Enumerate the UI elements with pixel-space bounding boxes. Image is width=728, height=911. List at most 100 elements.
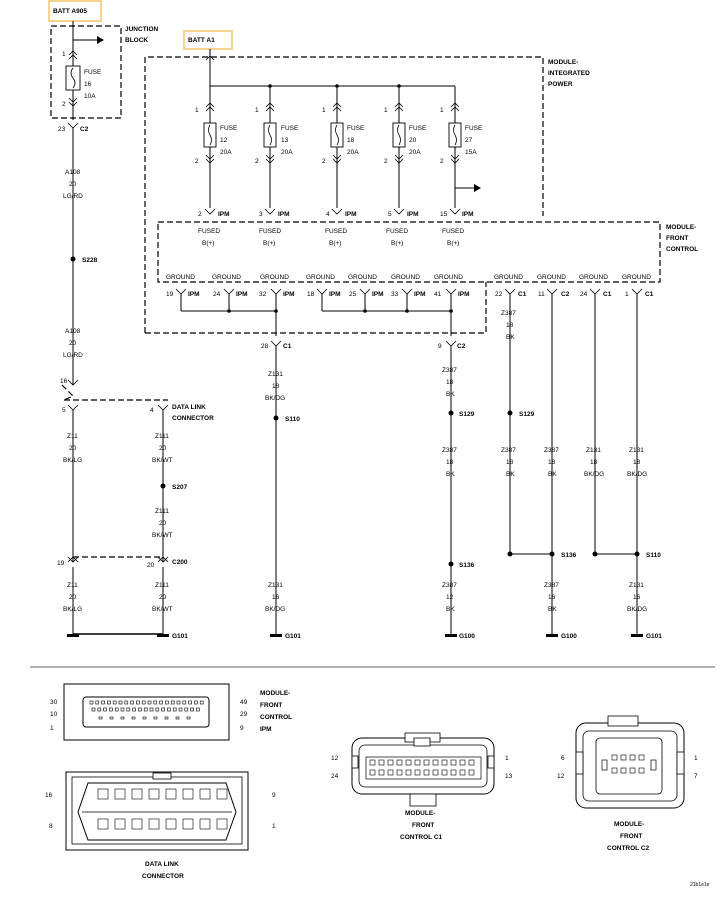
junction-block: JUNCTION BLOCK 1 2 FUSE 16 10A 23 C2 (50, 21, 159, 133)
ground-label: GROUND (260, 274, 289, 281)
connector-pin (378, 769, 385, 776)
c1-pin-28: 28 (261, 343, 269, 350)
connector-pin (142, 716, 147, 720)
z131-w1-color: BK/DG (627, 471, 647, 478)
fuse-20-fused: FUSED (386, 228, 408, 235)
connector-pin (405, 769, 412, 776)
z131-w24-gauge: 18 (590, 459, 598, 466)
a108-gauge-1: 20 (69, 181, 77, 188)
connector-pin (468, 769, 475, 776)
fuse-27-pin-top: 1 (440, 107, 444, 114)
z131-w1-gauge: 18 (633, 459, 641, 466)
dlc-label-1: DATA LINK (172, 404, 206, 411)
connector-pin (182, 788, 194, 800)
c200-pin-19: 19 (57, 560, 65, 567)
z131-w1-circuit: Z131 (629, 447, 644, 454)
connector-pin (423, 759, 430, 766)
z387-w11-gauge: 18 (548, 459, 556, 466)
connector-pin (629, 754, 636, 761)
ground-pin: 11 (538, 291, 545, 298)
z387-color-1: BK (446, 391, 455, 398)
ground-conn: IPM (329, 291, 341, 298)
connector-pin (126, 707, 131, 712)
splice-s110-dot (273, 415, 279, 421)
splice-s136-dot (549, 551, 555, 557)
connector-pin (432, 759, 439, 766)
ipm-connector-view: 30 10 1 49 29 9 MODULE- FRONT CONTROL IP… (50, 683, 292, 741)
ground-conn: IPM (283, 291, 295, 298)
ipm-pin-label: 49 (240, 699, 248, 706)
ground-label: GROUND (434, 274, 463, 281)
ipm-fuse-4: 1 2 FUSE 20 20A 5 IPM FUSED B(+) (384, 86, 427, 247)
z111-color-b: BK/WT (152, 532, 173, 539)
z387-right-circuit-a: Z387 (501, 310, 516, 317)
jb-fuse-pin-bottom: 2 (62, 101, 66, 108)
mid-circuit: 28 C1 Z131 18 BK/DG S110 Z131 16 BK/DG G… (261, 340, 301, 640)
connector-pin (450, 759, 457, 766)
batt-a1-text: BATT A1 (188, 37, 215, 44)
fuse-27-fused: FUSED (442, 228, 464, 235)
connector-pin (414, 769, 421, 776)
connector-pin (153, 716, 158, 720)
ground-g101-left: G101 (172, 633, 188, 640)
dlc-view-pin: 9 (272, 792, 276, 799)
ground-pin: 18 (307, 291, 315, 298)
z387-circuit-1: Z387 (442, 367, 457, 374)
c2-circuit: 9 C2 Z387 18 BK S129 Z387 18 BK S136 Z38… (438, 340, 475, 640)
splice-s228-dot (70, 256, 76, 262)
z387-circuit-2: Z387 (442, 447, 457, 454)
c2-view-title-1: MODULE- (614, 821, 644, 828)
fuse-20-label: FUSE (409, 125, 427, 132)
ground-label: GROUND (537, 274, 566, 281)
connector-pin (120, 707, 125, 712)
splice-s129-c2: S129 (459, 411, 475, 418)
fuse-18-rating: 20A (347, 149, 359, 156)
c2-view-pin: 7 (694, 773, 698, 780)
fuse-13-label: FUSE (281, 125, 299, 132)
c200-label: C200 (172, 559, 188, 566)
c2-view-pin: 6 (561, 755, 565, 762)
connector-pin (165, 700, 169, 705)
z131-out-gauge: 16 (633, 594, 641, 601)
c200-pin-20: 20 (147, 562, 155, 569)
fuse-12-bplus: B(+) (202, 240, 214, 247)
ground-pin: 24 (213, 291, 221, 298)
jb-out-connector: C2 (80, 126, 89, 133)
z387-right-color-b: BK (506, 471, 515, 478)
ipm-view-title-4: IPM (260, 726, 272, 733)
connector-pin (170, 700, 175, 705)
connector-pin (136, 700, 140, 705)
batt-a905-text: BATT A905 (53, 8, 87, 15)
connector-pin (114, 707, 119, 712)
ipm-view-title-1: MODULE- (260, 690, 290, 697)
splice-s129-dot (448, 410, 454, 416)
connector-pin (148, 788, 160, 800)
connector-pin (441, 769, 448, 776)
ground-g101-right: G101 (646, 633, 662, 640)
ground-pin: 19 (166, 291, 174, 298)
fuse-12-label: FUSE (220, 125, 238, 132)
connector-pin (109, 716, 114, 720)
junction-block-title-2: BLOCK (125, 37, 148, 44)
z111-gauge-b: 20 (159, 520, 167, 527)
connector-pin (611, 754, 618, 761)
z11-circuit-b: Z11 (67, 582, 78, 589)
jb-fuse-label: FUSE (84, 69, 102, 76)
c1-view-title-3: CONTROL C1 (400, 834, 443, 841)
jb-fuse-pin-top: 1 (62, 51, 66, 58)
connector-pin (138, 707, 142, 712)
connector-pin (176, 700, 181, 705)
ipm-title-2: INTEGRATED (548, 70, 590, 77)
z111-circuit-b: Z111 (155, 508, 169, 515)
ground-pin: 25 (349, 291, 357, 298)
ground-label: GROUND (494, 274, 523, 281)
a108-gauge-2: 20 (69, 340, 77, 347)
connector-pin (97, 788, 109, 800)
connector-pin (155, 707, 160, 712)
connector-pin (432, 769, 439, 776)
ground-label: GROUND (348, 274, 377, 281)
connector-pin (468, 759, 475, 766)
batt-a1-label: BATT A1 (183, 30, 233, 50)
ground-icon (631, 634, 643, 637)
connector-pin (184, 707, 189, 712)
